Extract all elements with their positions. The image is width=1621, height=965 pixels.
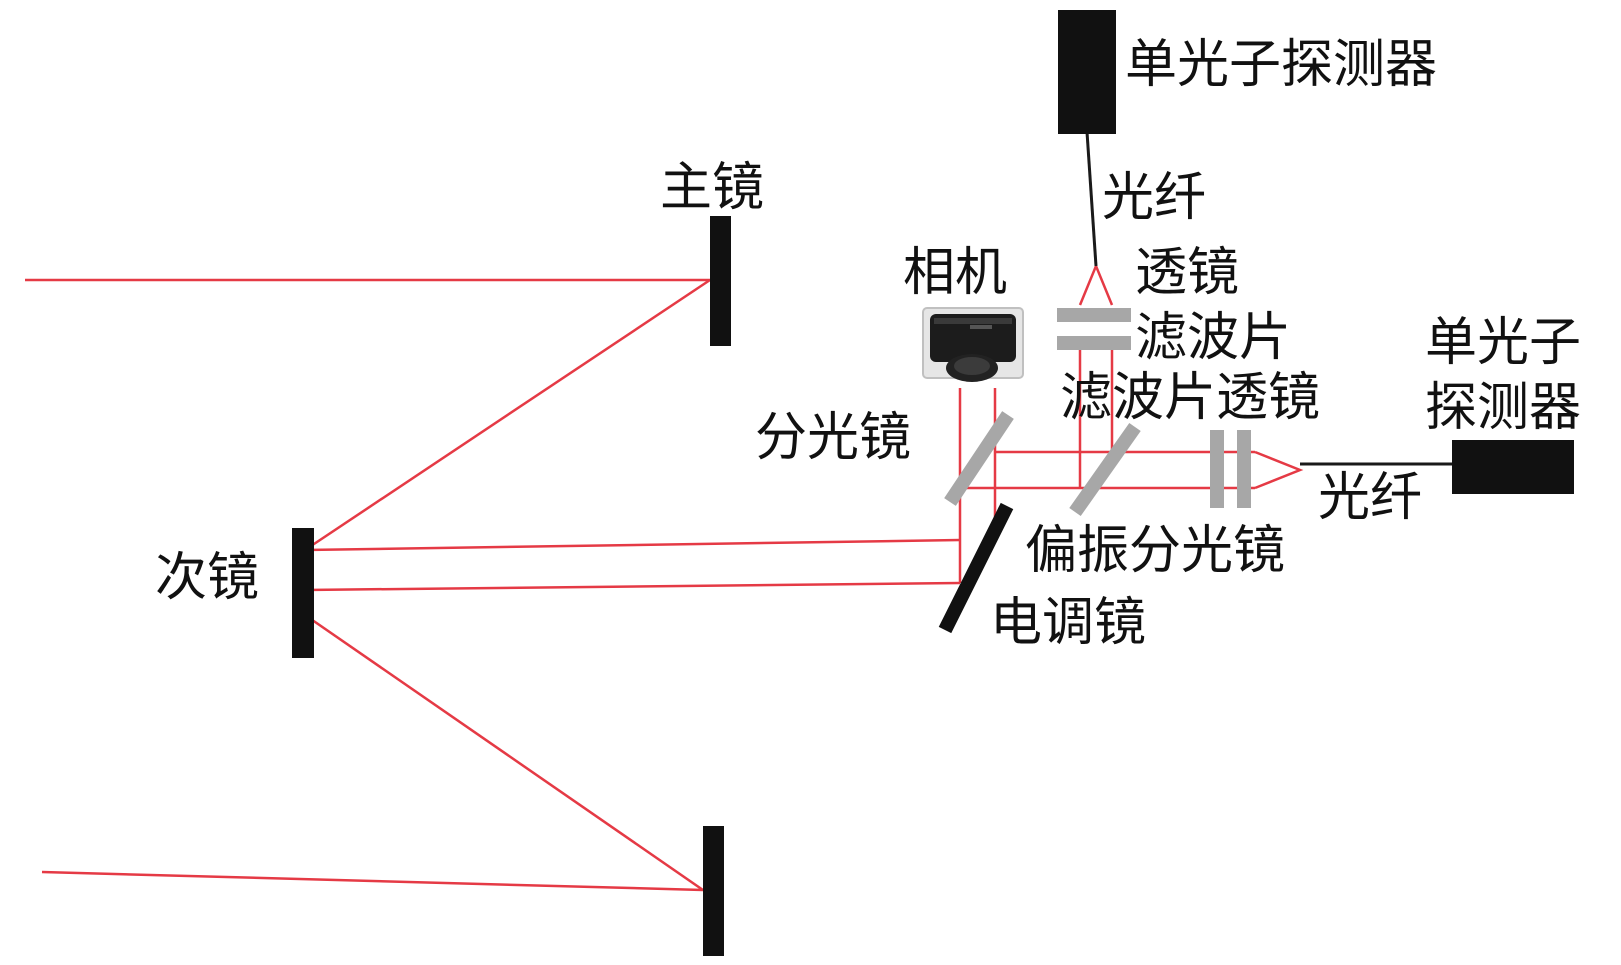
single-photon-detector-right (1452, 440, 1574, 494)
label-filter-top: 滤波片 (1135, 308, 1291, 368)
label-spd-top: 单光子探测器 (1125, 35, 1437, 95)
single-photon-detector-top (1058, 10, 1116, 134)
label-primary-mirror: 主镜 (660, 158, 764, 218)
filter-top-1 (1057, 308, 1131, 322)
label-spd-right-line1: 单光子 (1425, 313, 1581, 373)
filter-top-2 (1057, 336, 1131, 350)
label-beam-splitter: 分光镜 (755, 408, 911, 468)
polarizing-beam-splitter (1069, 422, 1141, 517)
secondary-mirror (292, 528, 314, 658)
label-secondary-mirror: 次镜 (155, 548, 259, 608)
camera-icon (922, 307, 1024, 382)
beam-secondary-lower-to-galvo (304, 581, 961, 592)
focus-cone-right (1254, 450, 1304, 490)
label-polarizing-beam-splitter: 偏振分光镜 (1025, 521, 1285, 581)
label-fiber-right: 光纤 (1318, 468, 1422, 528)
fiber-top-line (1085, 131, 1098, 267)
label-filter-lens-right: 滤波片透镜 (1060, 368, 1320, 428)
beam-secondary-upper-to-galvo (304, 538, 961, 552)
beam-primary-to-secondary (304, 278, 711, 552)
galvo-mirror (938, 502, 1014, 634)
beam-splitter (944, 411, 1014, 506)
label-galvo-mirror: 电调镜 (990, 593, 1146, 653)
focus-cone-top (1078, 262, 1114, 306)
beam-secondary-to-lower-mirror (304, 613, 704, 892)
label-camera: 相机 (903, 243, 1007, 303)
incoming-beam-bottom (41, 870, 704, 892)
filter-right-2 (1237, 430, 1251, 508)
primary-mirror-bottom (703, 826, 724, 956)
label-spd-right-line2: 探测器 (1425, 378, 1581, 438)
primary-mirror-top (710, 216, 731, 346)
filter-right-1 (1210, 430, 1224, 508)
label-lens-top: 透镜 (1135, 243, 1239, 303)
label-fiber-top: 光纤 (1102, 168, 1206, 228)
